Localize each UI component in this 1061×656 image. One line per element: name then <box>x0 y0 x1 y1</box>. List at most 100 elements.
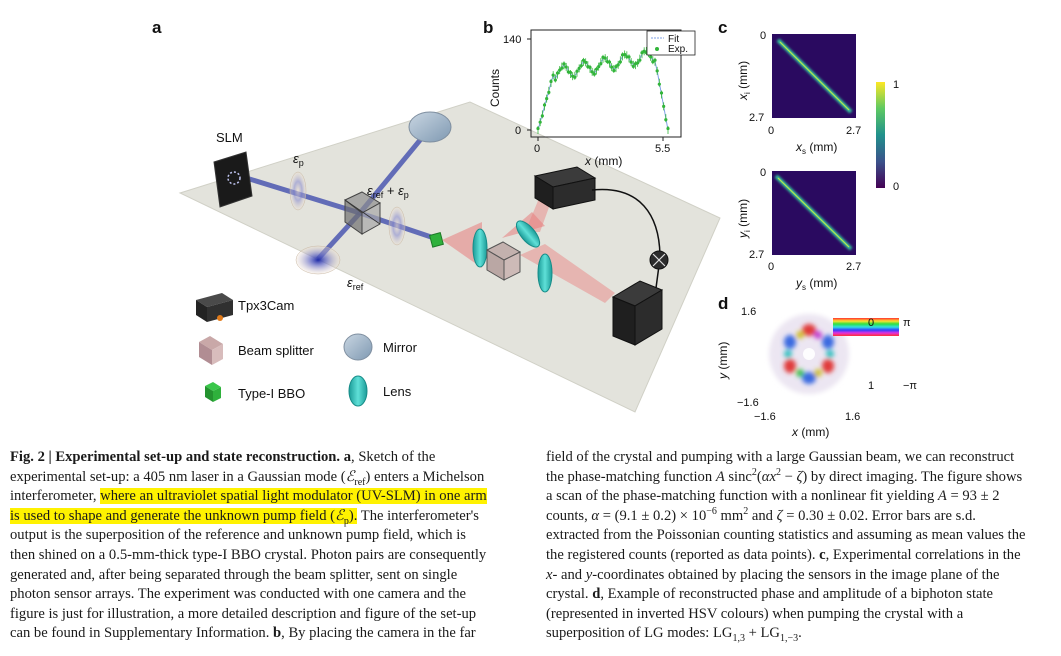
figure-canvas: SLM εp εref εref + εp <box>178 29 917 439</box>
state-ytick-bottom: −1.6 <box>737 397 759 409</box>
caption-text: ) enters a Michelson interferometer, <box>10 468 485 505</box>
photon-cone-top <box>525 196 552 232</box>
caption-text: , Sketch of the experimental set-up: a 4… <box>10 449 436 485</box>
state-ytick-top: 1.6 <box>741 306 756 318</box>
data-point <box>560 66 564 70</box>
caption-letter-b: b <box>273 625 282 642</box>
caption-subscript: ref <box>354 476 366 488</box>
caption-symbol: A <box>715 468 725 485</box>
caption-text: = 0.30 ± 0.02. Error bars are s.d. extra… <box>546 507 1026 563</box>
slm-label: SLM <box>216 130 243 145</box>
caption-symbol: ζ <box>796 468 803 485</box>
caption-superscript: 2 <box>743 505 749 517</box>
hsv-phase-bottom: −π <box>903 380 917 392</box>
data-point <box>577 66 581 70</box>
slm-device <box>213 151 253 208</box>
caption-text: , By placing the camera in the far <box>281 625 476 642</box>
chart-b-series <box>536 46 670 134</box>
caption-superscript: 2 <box>751 466 757 478</box>
data-point <box>614 65 618 69</box>
chart-b-frame <box>530 29 682 138</box>
map-y-xlabel: ys (mm) <box>795 276 837 292</box>
data-point <box>581 58 586 63</box>
data-point <box>603 56 607 60</box>
map-x-ytick-bottom: 2.7 <box>749 112 764 124</box>
setup-legend: Tpx3Cam Beam splitter Type-I BBO Mirror … <box>196 293 418 407</box>
beam-splitter-2 <box>485 241 522 281</box>
hsv-amp-top: 0 <box>868 317 874 329</box>
caption-text: ( <box>756 468 762 485</box>
correlation-diagonal-y-core <box>777 177 850 248</box>
caption-text: , Experimental correlations in the <box>825 546 1021 563</box>
panel-letter-c: c <box>718 18 728 37</box>
legend-lens: Lens <box>383 384 412 399</box>
caption-text: = (9.1 ± 0.2) × 10 <box>599 507 707 524</box>
circuit-mark <box>652 253 666 267</box>
data-point <box>607 60 612 64</box>
mirror-element <box>408 111 452 143</box>
caption-text: mm <box>716 507 744 524</box>
superposition-spot <box>388 206 406 246</box>
map-y-xtick-left: 0 <box>768 261 774 273</box>
map-y-ylabel: yi (mm) <box>736 199 752 239</box>
chart-b-legend-exp-swatch <box>655 47 659 51</box>
map-x-xtick-left: 0 <box>768 125 774 137</box>
beam-splitter-cube <box>344 191 381 235</box>
chart-b-legend-box <box>646 30 696 56</box>
legend-bbo-icon <box>205 382 221 402</box>
data-point <box>610 65 614 69</box>
data-point <box>623 52 627 57</box>
legend-beam-splitter-icon <box>199 336 223 365</box>
viridis-colorbar <box>876 82 885 188</box>
caption-text: field of the crystal and pumping with a … <box>546 449 1015 485</box>
panel-letter-b: b <box>483 18 494 37</box>
data-point <box>653 58 657 62</box>
caption-text: = 93 ± 2 counts, <box>546 488 1000 524</box>
data-point <box>573 75 577 79</box>
data-point <box>631 64 635 68</box>
caption-superscript: −6 <box>706 505 717 517</box>
data-point <box>592 72 596 76</box>
data-point <box>540 114 544 118</box>
data-point <box>636 61 640 65</box>
chart-b-legend-exp: Exp. <box>668 44 688 55</box>
chart-b-xtick-label: 5.5 <box>655 143 670 155</box>
caption-text: + LG <box>744 625 780 642</box>
data-point <box>655 69 659 73</box>
caption-text: and <box>748 507 777 524</box>
caption-symbol: A <box>937 488 947 505</box>
data-point <box>657 82 661 86</box>
caption-symbol: x <box>546 566 553 583</box>
chart-b-ylabel: Counts <box>488 69 502 107</box>
caption-text: The interferometer's output is the super… <box>10 507 487 642</box>
caption-symbol: ζ <box>776 507 783 524</box>
chart-b-legend-fit: Fit <box>668 34 679 45</box>
data-point <box>584 60 588 64</box>
data-point <box>629 60 633 64</box>
data-point <box>555 71 560 75</box>
caption-symbol: x <box>769 468 776 485</box>
pump-field-spot <box>289 171 307 211</box>
map-x-ylabel: xi (mm) <box>736 61 752 101</box>
data-point <box>536 126 540 131</box>
data-point <box>564 65 568 69</box>
caption-letter-a: a <box>343 449 352 465</box>
data-point <box>659 91 664 95</box>
data-point <box>568 70 573 75</box>
data-point <box>618 60 622 64</box>
optical-table <box>178 101 721 413</box>
reference-field-spot <box>295 245 341 275</box>
data-point <box>553 78 557 82</box>
colorbar-min: 0 <box>893 181 899 193</box>
legend-mirror-icon <box>343 333 373 361</box>
data-point <box>594 67 599 71</box>
panel-d-state: 1.6 −1.6 −1.6 1.6 y (mm) x (mm) 0 1 π −π <box>716 306 917 439</box>
caption-symbol: α <box>761 468 770 485</box>
chart-b-ytick-label: 140 <box>503 34 521 46</box>
caption-subscript: 1,−3 <box>779 633 799 645</box>
data-point <box>588 65 592 69</box>
legend-camera-icon <box>196 293 233 322</box>
caption-right-column: field of the crystal and pumping with a … <box>546 448 1026 644</box>
state-ylabel: y (mm) <box>716 342 730 380</box>
panel-letter-a: a <box>152 18 162 37</box>
